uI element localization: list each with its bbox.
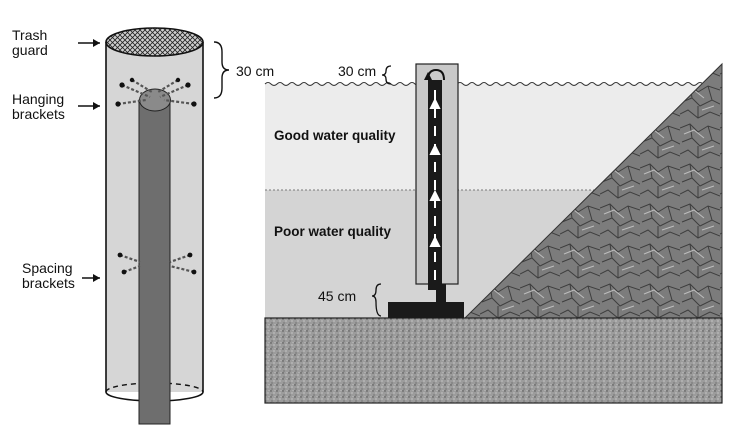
cylinder-bottom-back xyxy=(105,382,204,393)
intake-stem xyxy=(436,284,446,304)
spacing-brackets-label-line1: Spacing xyxy=(22,260,73,276)
good-water-quality-label: Good water quality xyxy=(274,128,396,143)
spacing-brackets-arrowhead xyxy=(93,274,100,282)
hanging-brackets-label-line1: Hanging xyxy=(12,91,64,107)
spacing-brackets xyxy=(119,253,195,274)
bottom-depth-brace xyxy=(371,283,382,317)
trash-guard-label-line1: Trash xyxy=(12,27,47,43)
hanging-brackets-arrowhead xyxy=(93,102,100,110)
left-height-brace xyxy=(213,41,230,99)
flow-arrows xyxy=(429,90,441,280)
hanging-bracket-bolts xyxy=(115,77,197,107)
poor-water-quality-label: Poor water quality xyxy=(274,224,392,239)
hanging-brackets xyxy=(117,79,195,106)
spacing-brackets-label-line2: brackets xyxy=(22,275,75,291)
hanging-brackets-label-line2: brackets xyxy=(12,106,65,122)
ground-substrate xyxy=(264,317,723,404)
inner-pipe xyxy=(138,99,171,425)
water-surface xyxy=(264,82,704,86)
left-height-label: 30 cm xyxy=(236,63,274,79)
top-depth-brace xyxy=(381,65,392,85)
top-depth-label: 30 cm xyxy=(338,63,376,79)
cylinder-enclosure xyxy=(105,27,204,425)
outlet-arrowhead xyxy=(424,72,432,80)
bottom-depth-label: 45 cm xyxy=(318,288,356,304)
trash-guard-mesh xyxy=(105,27,204,57)
spacing-bracket-bolts xyxy=(117,252,197,275)
intake-structure xyxy=(388,63,464,318)
trash-guard-arrowhead xyxy=(93,39,100,47)
trash-guard-label-line2: guard xyxy=(12,42,48,58)
intake-base-plate xyxy=(388,302,464,318)
